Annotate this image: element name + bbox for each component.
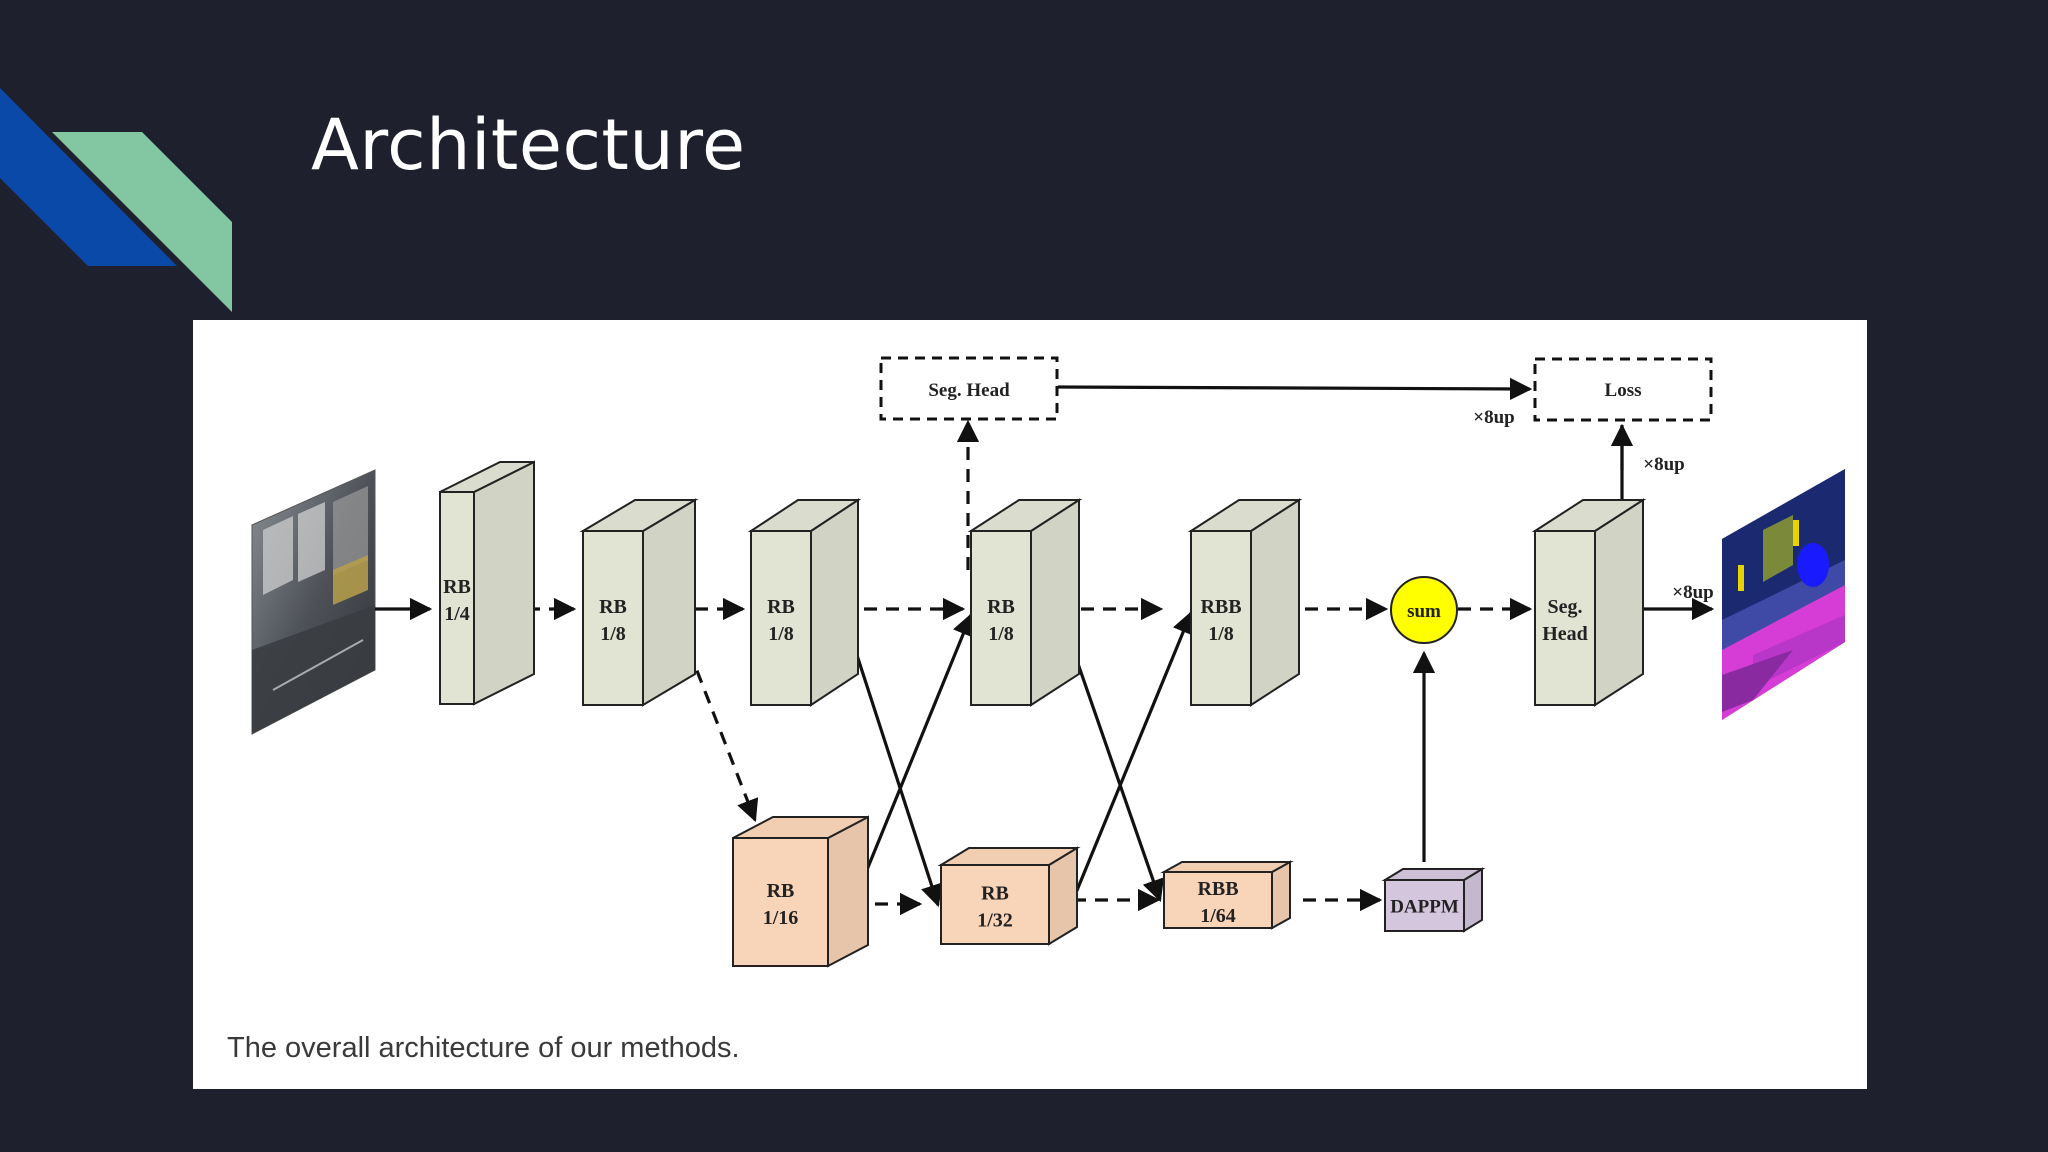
block-label-line1: RB [767,596,795,618]
block-front-face [1534,530,1596,706]
block-side-face [642,498,696,707]
block-rb1: RB 1/4 [439,460,535,706]
block-front-face [732,837,829,967]
mint-stripe [52,132,232,312]
block-label-line1: RBB [1197,878,1238,900]
block-label-line2: 1/4 [444,603,470,625]
block-label-line2: 1/64 [1200,905,1236,927]
sum-node: sum [1390,576,1458,644]
block-label-line1: RB [987,596,1015,618]
arrow-rb16-rb4-cross [851,612,974,905]
block-label-line2: 1/32 [977,910,1013,932]
block-side-face [1250,498,1300,707]
block-label-line1: RB [767,880,795,902]
block-front-face [1190,530,1252,706]
block-rb2: RB 1/8 [579,498,699,707]
block-label-line1: RBB [1200,596,1241,618]
block-rbb1: RBB 1/8 [1187,498,1303,707]
block-label-line2: 1/8 [988,623,1014,645]
block-side-face [810,498,859,707]
block-front-face [1163,871,1273,929]
segmentation-map-icon [1722,469,1845,720]
block-front-face [940,864,1050,945]
arrow-rb2-rb16 [671,608,759,823]
loss-label: Loss [1605,380,1642,401]
aux-seg-head-box: Seg. Head [879,356,1059,421]
arrow-rb32-rbb1-cross [1071,610,1194,901]
block-label-line1: Seg. [1548,596,1583,618]
blue-stripe [0,88,177,266]
aux-upsample-label: ×8up [1473,407,1514,428]
block-label-line2: 1/16 [763,907,799,929]
block-label-line2: 1/8 [1208,623,1234,645]
block-seg-head-main: Seg. Head [1531,498,1647,707]
arrow-aux-seghead-loss [1057,377,1533,401]
block-label-line2: 1/8 [768,623,794,645]
block-label: DAPPM [1390,897,1459,918]
block-side-face [1594,498,1644,707]
loss-box: Loss [1533,357,1713,422]
block-side-face [473,460,535,706]
block-label-line2: 1/8 [600,623,626,645]
block-rb3: RB 1/8 [747,498,862,707]
block-front-face [582,530,644,706]
block-rbb64: RBB 1/64 [1160,860,1294,930]
block-label-line2: Head [1542,623,1588,645]
corner-decoration [0,88,232,312]
input-image-icon [251,469,376,735]
block-label-line1: RB [981,883,1009,905]
slide-title: Architecture [311,104,746,186]
block-top-face [1160,861,1294,873]
main-upsample-label: ×8up [1643,454,1684,475]
block-dappm: DAPPM [1381,867,1486,933]
block-side-face [1030,498,1080,707]
block-top-face [1381,868,1486,881]
aux-seg-head-label: Seg. Head [928,380,1010,401]
figure-caption: The overall architecture of our methods. [227,1032,740,1064]
block-rb4: RB 1/8 [967,498,1083,707]
block-rb16: RB 1/16 [732,815,869,968]
block-front-face [1384,879,1465,932]
block-label-line1: RB [599,596,627,618]
block-side-face [1271,860,1291,930]
block-front-face [439,491,475,705]
sum-label: sum [1407,601,1441,622]
block-front-face [970,530,1032,706]
block-rb32: RB 1/32 [937,846,1081,946]
output-upsample-label: ×8up [1672,582,1713,603]
block-front-face [750,530,812,706]
block-side-face [827,815,869,968]
block-label-line1: RB [443,576,471,598]
